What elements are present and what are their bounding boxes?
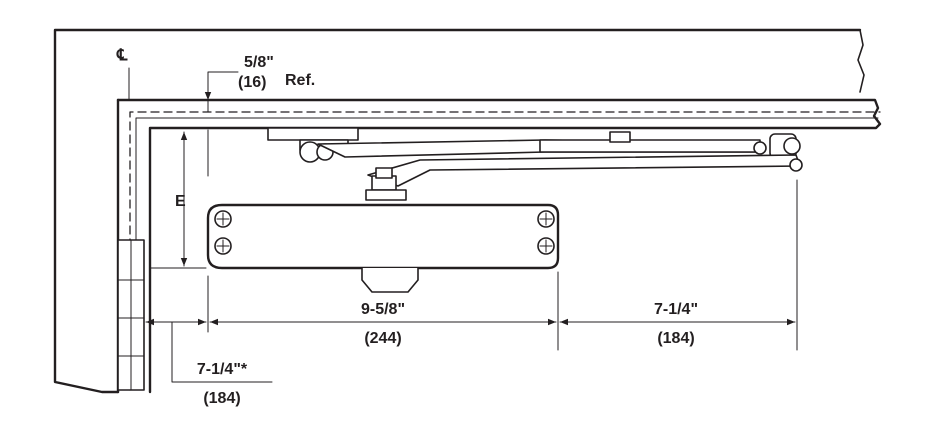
hinge-mm-label: (184) [203,390,240,407]
screw-icon [214,210,555,255]
arm-mm-label: (184) [657,330,694,347]
e-dimension-label: E [175,193,186,210]
ref-fraction-label: 5/8" [244,54,274,71]
hinge-fraction-label: 7-1/4"* [197,361,248,378]
witness-lines [149,71,798,383]
ref-mm-label: (16) [238,74,266,91]
body-fraction-label: 9-5/8" [361,301,405,318]
closer-body [206,203,560,293]
dimension-lines [145,79,796,326]
hinge [117,239,145,391]
closer-arm-assembly [267,127,803,201]
ref-word-label: Ref. [285,72,315,89]
body-mm-label: (244) [364,330,401,347]
arm-fraction-label: 7-1/4" [654,301,698,318]
centerline-symbol: ℄ [116,47,128,64]
